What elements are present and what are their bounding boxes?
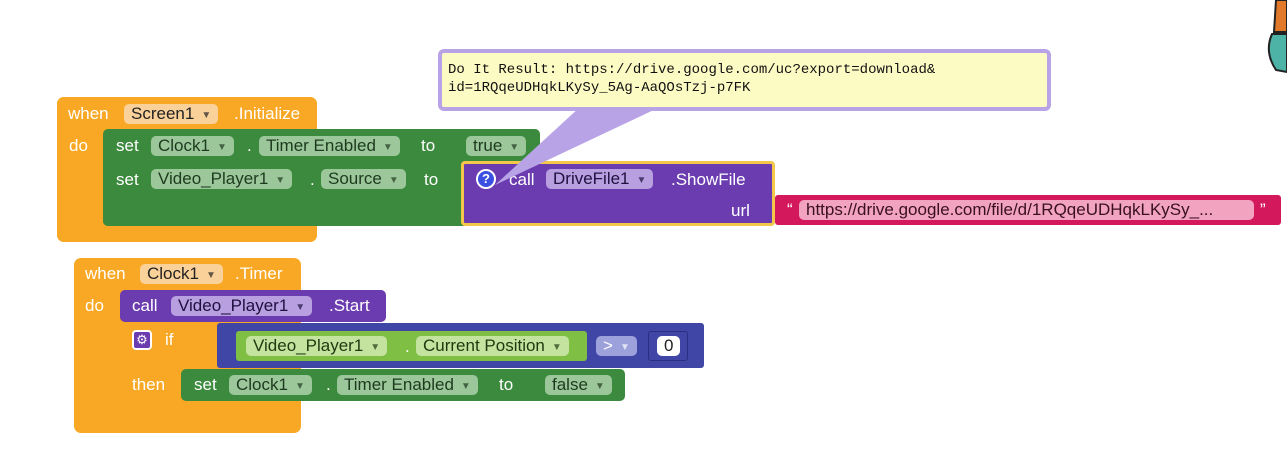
- to-label: to: [424, 170, 439, 189]
- tooltip-line-1: Do It Result: https://drive.google.com/u…: [448, 62, 936, 78]
- chevron-down-icon: ▼: [636, 175, 647, 186]
- chevron-down-icon: ▼: [388, 175, 399, 186]
- clock1-component-dropdown[interactable]: Clock1▼: [229, 375, 312, 395]
- gear-icon[interactable]: ⚙: [132, 330, 152, 350]
- chevron-down-icon: ▼: [205, 270, 216, 281]
- false-value-dropdown[interactable]: false▼: [545, 375, 612, 395]
- to-label: to: [421, 136, 436, 155]
- video-player1-getter-dropdown[interactable]: Video_Player1▼: [246, 336, 388, 356]
- clock1-component-dropdown[interactable]: Clock1▼: [151, 136, 234, 156]
- close-quote-label: ”: [1260, 200, 1266, 219]
- chevron-down-icon: ▼: [201, 110, 212, 121]
- open-quote-label: “: [787, 200, 793, 219]
- when-label: when: [68, 104, 109, 123]
- do-label: do: [85, 296, 104, 315]
- chevron-down-icon: ▼: [294, 381, 305, 392]
- timer-enabled-property-dropdown[interactable]: Timer Enabled▼: [259, 136, 400, 156]
- chevron-down-icon: ▼: [216, 142, 227, 153]
- chevron-down-icon: ▼: [460, 381, 471, 392]
- help-icon[interactable]: ?: [476, 169, 496, 189]
- do-it-result-tooltip: Do It Result: https://drive.google.com/u…: [438, 49, 1051, 111]
- to-label: to: [499, 375, 514, 394]
- number-field[interactable]: 0: [657, 336, 681, 356]
- chevron-down-icon: ▼: [382, 142, 393, 153]
- video-player1-component-dropdown[interactable]: Video_Player1▼: [171, 296, 313, 316]
- call-label: call: [132, 296, 158, 315]
- video-player1-component-dropdown[interactable]: Video_Player1▼: [151, 169, 293, 189]
- tooltip-pointer: [495, 107, 660, 185]
- url-text-field[interactable]: https://drive.google.com/file/d/1RQqeUDH…: [799, 200, 1254, 220]
- when-label: when: [85, 264, 126, 283]
- chevron-down-icon: ▼: [594, 381, 605, 392]
- chevron-down-icon: ▼: [551, 342, 562, 353]
- set-label: set: [194, 375, 217, 394]
- start-method-label: .Start: [329, 296, 370, 315]
- source-property-dropdown[interactable]: Source▼: [321, 169, 406, 189]
- chevron-down-icon: ▼: [370, 342, 381, 353]
- do-label: do: [69, 136, 88, 155]
- tooltip-line-2: id=1RQqeUDHqkLKySy_5Ag-AaQOsTzj-p7FK: [448, 80, 751, 96]
- chevron-down-icon: ▼: [275, 175, 286, 186]
- chevron-down-icon: ▼: [619, 342, 630, 353]
- set-label: set: [116, 170, 139, 189]
- drivefile1-component-dropdown[interactable]: DriveFile1▼: [546, 169, 654, 189]
- compare-operator-dropdown[interactable]: >▼: [596, 336, 637, 356]
- showfile-method-label: .ShowFile: [671, 170, 746, 189]
- set-label: set: [116, 136, 139, 155]
- chevron-down-icon: ▼: [295, 302, 306, 313]
- true-value-dropdown[interactable]: true▼: [466, 136, 527, 156]
- trash-can-icon[interactable]: [1254, 0, 1287, 80]
- dot-label: .: [310, 170, 315, 189]
- chevron-down-icon: ▼: [509, 142, 520, 153]
- clock1-component-dropdown[interactable]: Clock1▼: [140, 264, 223, 284]
- dot-label: .: [326, 375, 331, 394]
- then-label: then: [132, 375, 166, 394]
- screen1-component-dropdown[interactable]: Screen1▼: [124, 104, 219, 124]
- url-param-label: url: [731, 201, 750, 220]
- dot-label: .: [405, 337, 410, 356]
- timer-event-label: .Timer: [235, 264, 283, 283]
- timer-enabled-property-dropdown[interactable]: Timer Enabled▼: [337, 375, 478, 395]
- dot-label: .: [247, 136, 252, 155]
- initialize-event-label: .Initialize: [234, 104, 301, 123]
- if-label: if: [165, 330, 174, 349]
- current-position-property-dropdown[interactable]: Current Position▼: [416, 336, 569, 356]
